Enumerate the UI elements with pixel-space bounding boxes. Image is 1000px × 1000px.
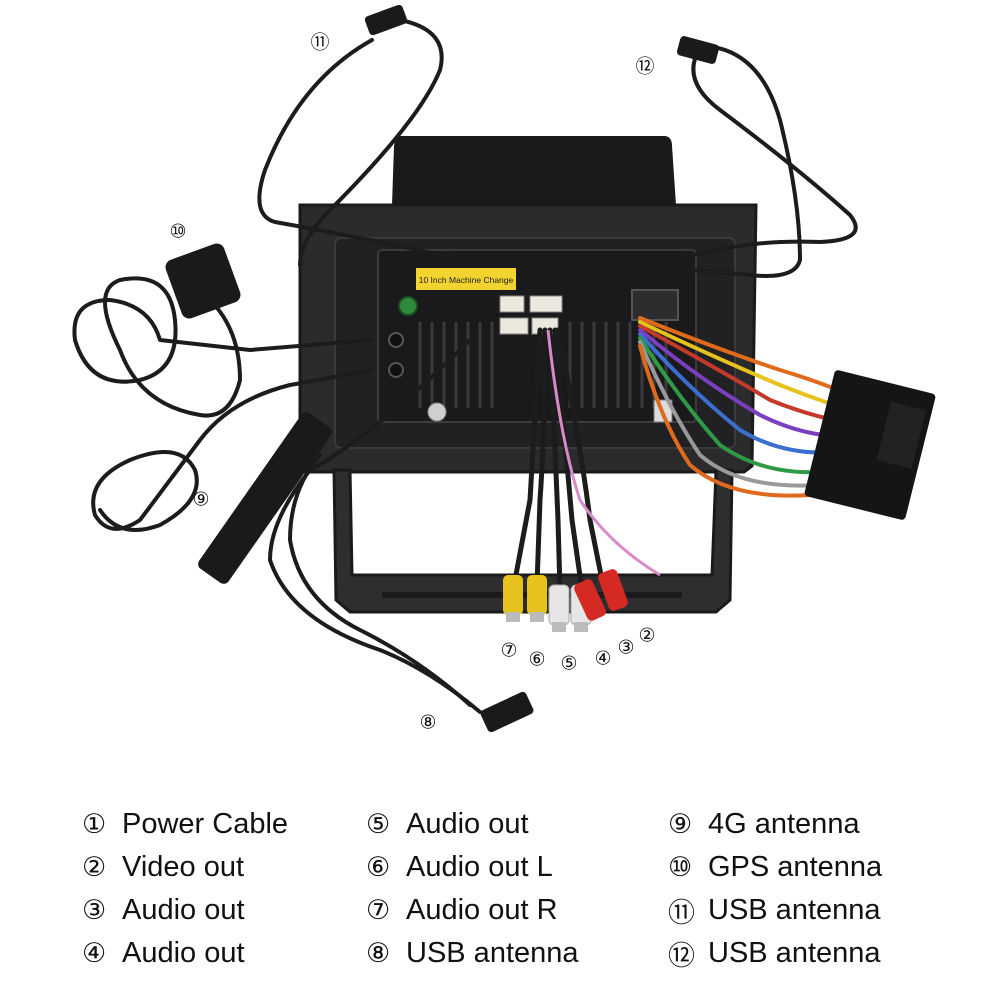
- model-sticker-text: 10 Inch Machine Change: [419, 275, 514, 285]
- legend-mark: ⑤: [366, 809, 391, 840]
- legend-mark: ③: [82, 895, 107, 926]
- legend-label: Video out: [122, 851, 245, 883]
- connector-c: [499, 317, 529, 335]
- legend-mark: ⑩: [668, 852, 693, 883]
- callout-10: ⑩: [169, 220, 187, 243]
- legend-column-2: ⑤ Audio out ⑥ Audio out L ⑦ Audio out R …: [366, 803, 579, 975]
- usb-cable-12: [658, 46, 858, 264]
- legend-mark: ⑪: [668, 898, 695, 929]
- rca-plug-2: [598, 569, 628, 611]
- usb-cable-11: [257, 38, 472, 264]
- legend-label: GPS antenna: [708, 851, 883, 883]
- legend-column-1: ① Power Cable ② Video out ③ Audio out ④ …: [82, 803, 288, 975]
- legend-mark: ⑧: [366, 938, 391, 969]
- model-sticker: [416, 268, 516, 290]
- gps-cable: [72, 276, 374, 418]
- usb-cable-11-b: [298, 18, 444, 267]
- legend-label: Audio out: [122, 937, 245, 969]
- callout-11: ⑪: [310, 31, 330, 54]
- legend-label: Audio out: [406, 808, 529, 840]
- rca-plugs: [503, 569, 628, 632]
- usb-plug-11: [364, 4, 408, 36]
- 4g-cable: [91, 368, 374, 532]
- legend-label: Audio out R: [406, 894, 558, 926]
- legend-item-usb-antenna-12: ⑫ USB antenna: [668, 932, 882, 975]
- usb-cable-8-b: [268, 338, 482, 714]
- legend-label: 4G antenna: [708, 808, 860, 840]
- callout-1: ①: [879, 494, 897, 517]
- legend-item-power-cable: ① Power Cable: [82, 803, 288, 846]
- connector-a: [499, 295, 525, 313]
- usb-plug-8: [480, 691, 534, 733]
- legend-label: USB antenna: [708, 894, 881, 926]
- rca-cable-6: [534, 327, 548, 588]
- legend-label: Power Cable: [122, 808, 289, 840]
- 4g-antenna: [198, 412, 332, 584]
- legend-label: Audio out L: [406, 851, 553, 883]
- power-connector-face: [876, 401, 927, 469]
- legend-label: USB antenna: [406, 937, 579, 969]
- pink-wire: [546, 329, 661, 577]
- legend-mark: ⑫: [668, 941, 695, 972]
- legend-item-video-out: ② Video out: [82, 846, 288, 889]
- legend-item-audio-out-5: ⑤ Audio out: [366, 803, 579, 846]
- jack-1: [388, 332, 404, 348]
- legend-item-gps-antenna: ⑩ GPS antenna: [668, 846, 882, 889]
- rca-cable-7: [512, 327, 543, 583]
- callout-9: ⑨: [192, 488, 210, 511]
- usb-cable-12-b: [648, 44, 802, 278]
- screw: [427, 402, 447, 422]
- gps-antenna: [165, 243, 241, 319]
- callout-8: ⑧: [419, 711, 437, 734]
- legend-item-audio-out-4: ④ Audio out: [82, 932, 288, 975]
- power-socket: [631, 289, 679, 321]
- callout-2: ②: [638, 624, 656, 647]
- callout-3: ③: [617, 636, 635, 659]
- legend-label: USB antenna: [708, 937, 881, 969]
- callout-4: ④: [594, 647, 612, 670]
- callout-12: ⑫: [635, 55, 655, 78]
- rca-plug-3: [574, 579, 606, 621]
- rca-plug-5: [548, 584, 570, 632]
- legend-mark: ④: [82, 938, 107, 969]
- jack-2: [388, 362, 404, 378]
- usb-plug-12: [676, 36, 720, 64]
- legend-mark: ②: [82, 852, 107, 883]
- rca-plug-7: [503, 575, 523, 622]
- rca-plug-6: [527, 575, 547, 622]
- legend-mark: ⑦: [366, 895, 391, 926]
- wiring-diagram: 10 Inch Machine Change: [72, 4, 936, 733]
- top-flap: [392, 136, 676, 205]
- legend-mark: ①: [82, 809, 107, 840]
- callout-7: ⑦: [500, 639, 518, 662]
- callout-5: ⑤: [560, 652, 578, 675]
- green-port: [398, 296, 418, 316]
- legend-item-usb-antenna-8: ⑧ USB antenna: [366, 932, 579, 975]
- legend-item-audio-out-r: ⑦ Audio out R: [366, 889, 579, 932]
- connector-b: [529, 295, 563, 313]
- legend-item-audio-out-3: ③ Audio out: [82, 889, 288, 932]
- legend-item-audio-out-l: ⑥ Audio out L: [366, 846, 579, 889]
- legend-mark: ⑨: [668, 809, 693, 840]
- legend-mark: ⑥: [366, 852, 391, 883]
- callout-6: ⑥: [528, 648, 546, 671]
- legend-column-3: ⑨ 4G antenna ⑩ GPS antenna ⑪ USB antenna…: [668, 803, 882, 975]
- frame-lower: [332, 468, 734, 614]
- legend-item-4g-antenna: ⑨ 4G antenna: [668, 803, 882, 846]
- legend: ① Power Cable ② Video out ③ Audio out ④ …: [0, 795, 1000, 995]
- usb-cable-8: [288, 453, 472, 707]
- legend-item-usb-antenna-11: ⑪ USB antenna: [668, 889, 882, 932]
- legend-label: Audio out: [122, 894, 245, 926]
